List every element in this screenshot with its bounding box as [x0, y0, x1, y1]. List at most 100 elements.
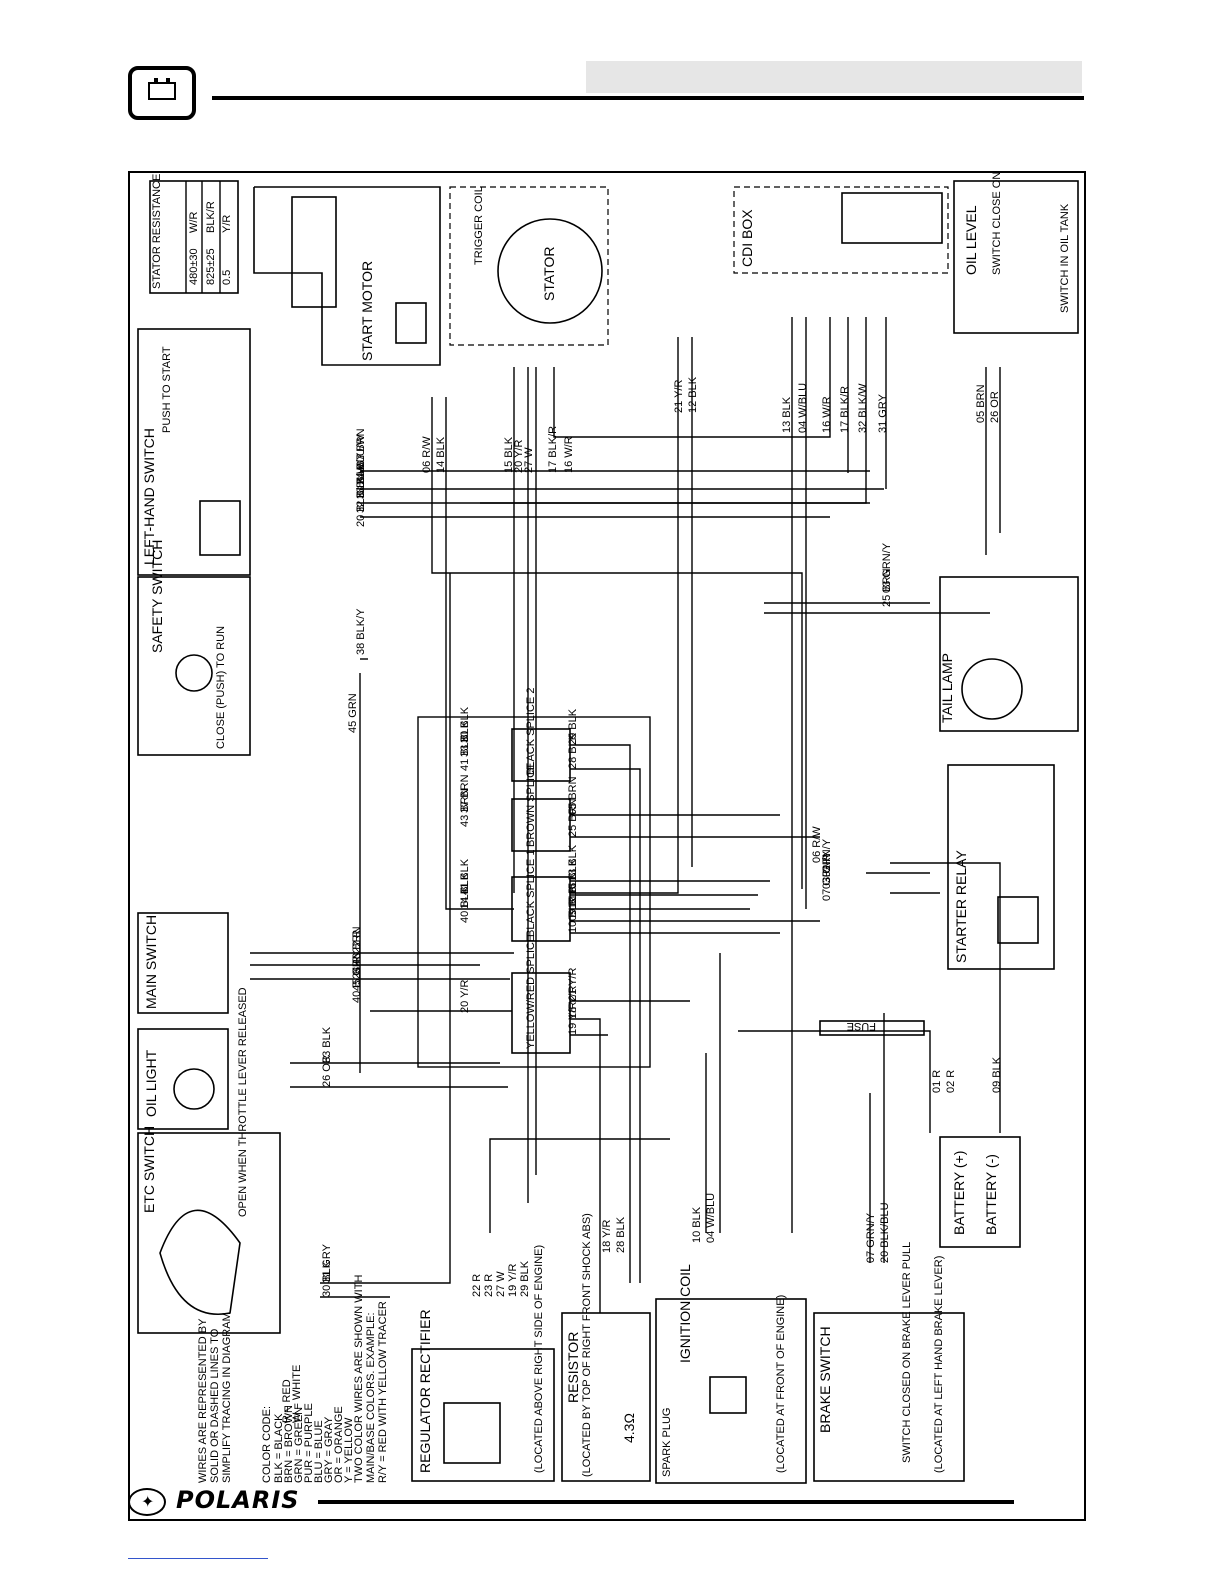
main-switch: MAIN SWITCH — [137, 912, 229, 1014]
legend-color-code: R = RED — [281, 1379, 293, 1423]
regulator-rectifier: REGULATOR RECTIFIER (LOCATED ABOVE RIGHT… — [411, 1245, 555, 1482]
safety-note: CLOSE (PUSH) TO RUN — [215, 626, 227, 749]
wire-label: 30 BLK — [459, 706, 471, 743]
wire-label: 45 GRN — [347, 693, 359, 733]
wire-label: 28 BLK — [567, 732, 579, 769]
wire-label: 18 Y/R — [567, 986, 579, 1019]
wire-label: 27 W — [523, 447, 535, 473]
wiring-diagram-frame: STATOR RESISTANCE BLACK TO: W/R 480±30 B… — [128, 171, 1086, 1521]
start-motor: START MOTOR — [253, 186, 441, 366]
stator-label: STATOR — [541, 247, 557, 301]
resistor-location: (LOCATED BY TOP OF RIGHT FRONT SHOCK ABS… — [581, 1213, 593, 1477]
polaris-logo: POLARIS — [128, 1486, 318, 1520]
stator-row-2-key: BLK/R — [205, 201, 217, 233]
wire-label: 38 BLK/Y — [355, 608, 367, 655]
etc-switch: ETC SWITCH OPEN WHEN THROTTLE LEVER RELE… — [137, 987, 281, 1334]
ignition-coil-label: IGNITION COIL — [677, 1264, 693, 1363]
wire-label: 17 BLK/R — [547, 426, 559, 473]
wire-label: 12 BLK — [567, 872, 579, 909]
wire-label: 32 BLK/W — [355, 463, 367, 513]
black-splice-2-label: BLACK SPLICE 2 — [525, 688, 537, 775]
legend-two-color-3: R/Y = RED WITH YELLOW TRACER — [377, 1301, 389, 1483]
wire-label: 04 W/BLU — [705, 1193, 717, 1243]
oil-light-label: OIL LIGHT — [143, 1049, 159, 1117]
legend-color-code: BRN = BROWN — [283, 1405, 295, 1483]
stator-row-2-val: 825±25 — [205, 248, 217, 285]
header-rule — [212, 96, 1084, 100]
stator-row-3-val: 0.5 — [221, 270, 233, 285]
legend-two-color-1: TWO COLOR WIRES ARE SHOWN WITH — [353, 1275, 365, 1483]
wire-label: 07 GRN/Y — [865, 1212, 877, 1263]
wire-label: 20 BLK/BLU — [879, 1202, 891, 1263]
wire-label: 09 BLK — [567, 884, 579, 921]
wire-label: 31 GRY — [877, 393, 889, 433]
oil-level: OIL LEVEL SWITCH CLOSE ON LOW OIL LEVEL … — [953, 173, 1079, 334]
wire-label: 23 R — [351, 956, 363, 979]
start-motor-label: START MOTOR — [359, 261, 375, 361]
wire-label: 38 BLK/Y — [355, 452, 367, 499]
wire-label: 26 OR — [989, 391, 1001, 423]
wire-label: 06 R/W — [421, 436, 433, 473]
header-section-icon — [128, 66, 196, 120]
brake-note: SWITCH CLOSED ON BRAKE LEVER PULL — [901, 1242, 913, 1463]
cdi-box-label: CDI BOX — [739, 209, 755, 267]
legend-color-code: Y = YELLOW — [343, 1417, 355, 1483]
black-splice-1: BLACK SPLICE 1 — [511, 850, 571, 942]
brown-splice: BROWN SPLICE — [511, 763, 571, 852]
wire-label: 17 BLK/R — [839, 386, 851, 433]
stator-table-title: STATOR RESISTANCE BLACK TO: — [151, 173, 163, 289]
wire-label: 18 Y/R — [601, 1220, 613, 1253]
legend-color-code: GRY = GRAY — [323, 1416, 335, 1483]
wire-label: 32 BLK/W — [857, 383, 869, 433]
wire-label: 28 BLK — [615, 1216, 627, 1253]
left-hand-switch: LEFT-HAND SWITCH PUSH TO START — [137, 328, 251, 576]
wire-label: 02 R — [821, 854, 833, 877]
wire-label: 05 BRN — [567, 776, 579, 815]
wire-label: 04 W/BLU — [797, 383, 809, 433]
wire-label: 14 BLK — [459, 872, 471, 909]
legend-line-2: SOLID OR DASHED LINES TO — [209, 1328, 221, 1483]
regulator-location: (LOCATED ABOVE RIGHT SIDE OF ENGINE) — [533, 1245, 545, 1473]
legend-color-code: OR = ORANGE — [333, 1406, 345, 1483]
wire-label: 03 GRN/Y — [821, 838, 833, 889]
wire-label: 31 GRY — [321, 1243, 333, 1283]
wire-label: 12 BLK — [687, 376, 699, 413]
wire-label: 02 R — [945, 1070, 957, 1093]
wire-label: 20 Y/R — [459, 980, 471, 1013]
tail-lamp: TAIL LAMP — [939, 576, 1079, 732]
legend-color-code: W = WHITE — [291, 1365, 303, 1423]
brake-switch-label: BRAKE SWITCH — [817, 1326, 833, 1433]
battery-neg-label: BATTERY (-) — [983, 1154, 999, 1235]
wire-label: 43 BRN — [459, 788, 471, 827]
yellow-red-splice-label: YELLOW/RED SPLICE — [525, 935, 537, 1049]
spark-plug-label: SPARK PLUG — [661, 1408, 673, 1478]
stator-resistance-table: STATOR RESISTANCE BLACK TO: W/R 480±30 B… — [149, 173, 239, 294]
footer-link-underline[interactable] — [128, 1558, 268, 1559]
wire-label: 29 BLK — [519, 1260, 531, 1297]
wire-label: 21 Y/R — [673, 380, 685, 413]
resistor: RESISTOR (LOCATED BY TOP OF RIGHT FRONT … — [561, 1213, 651, 1482]
wire-label: 19 Y/R — [567, 1002, 579, 1035]
wire-label: 21 Y/R — [567, 968, 579, 1001]
wire-label: 37 BRN — [459, 774, 471, 813]
starter-relay: STARTER RELAY — [947, 764, 1055, 970]
legend-line-1: WIRES ARE REPRESENTED BY — [197, 1318, 209, 1483]
wire-label: 14 BLK — [435, 436, 447, 473]
stator-row-1-val: 480±30 — [188, 248, 200, 285]
wire-label: 33 BLK — [321, 1026, 333, 1063]
splice-group-frame — [417, 716, 651, 1068]
wire-label: 40 BLK — [351, 966, 363, 1003]
black-splice-2: BLACK SPLICE 2 — [511, 688, 571, 782]
legend-color-code: GRN = GREEN — [293, 1407, 305, 1483]
stator-row-3-key: Y/R — [221, 215, 233, 233]
brake-switch: BRAKE SWITCH (LOCATED AT LEFT HAND BRAKE… — [813, 1242, 965, 1482]
wire-label: 25 BRN — [881, 568, 893, 607]
battery-icon — [148, 78, 176, 100]
wire-label: 09 BLK — [991, 1056, 1003, 1093]
wire-label: 20 Y/R — [513, 440, 525, 473]
resistor-label: RESISTOR — [565, 1332, 581, 1403]
wire-label: 13 BLK — [781, 396, 793, 433]
wire-label: 41 BLK — [459, 858, 471, 895]
wire-label: 13 BLK — [567, 844, 579, 881]
regulator-label: REGULATOR RECTIFIER — [417, 1309, 433, 1473]
